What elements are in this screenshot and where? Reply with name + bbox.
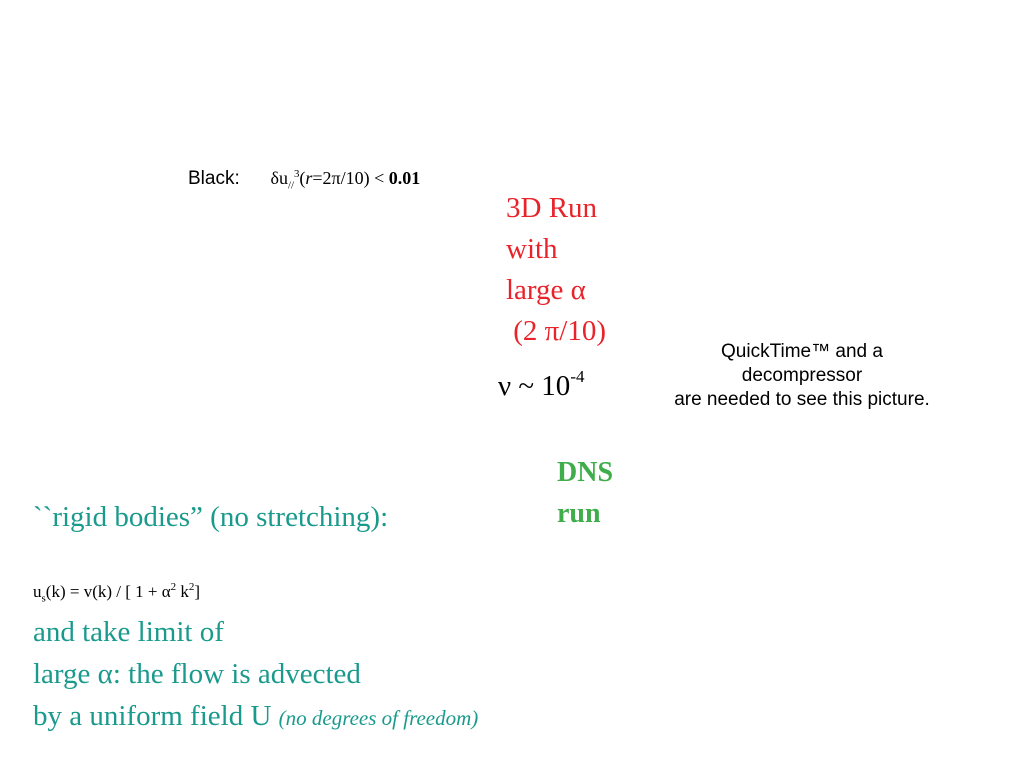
formula-u: u: [33, 582, 42, 601]
black-criterion-line: Black: δu//3(r=2π/10) < 0.01: [188, 168, 421, 191]
formula-subscript: s: [41, 592, 46, 605]
argument-text: =2π/10) <: [312, 168, 389, 188]
formula-end: ]: [194, 582, 201, 601]
explanation-line-3: by a uniform field U (no degrees of free…: [33, 695, 478, 739]
open-paren: (: [299, 168, 306, 188]
run-line-4: (2 π/10): [506, 315, 607, 347]
explanation-line-1: and take limit of: [33, 616, 224, 648]
explanation-line-3-italic: (no degrees of freedom): [278, 706, 479, 730]
quicktime-placeholder: QuickTime™ and a decompressor are needed…: [630, 340, 974, 412]
nu-base: ν ~ 10: [498, 370, 571, 402]
dns-line-2: run: [557, 498, 601, 529]
formula-k: k: [176, 582, 189, 601]
bound-value: 0.01: [388, 168, 421, 188]
r-variable: r: [305, 168, 313, 188]
delta-u: δu: [270, 168, 288, 188]
limit-explanation: and take limit of large α: the flow is a…: [33, 611, 478, 739]
run-line-3: large α: [506, 274, 586, 306]
viscosity-value: ν ~ 10-4: [498, 367, 585, 403]
explanation-line-3-text: by a uniform field U: [33, 700, 279, 732]
rigid-bodies-heading: ``rigid bodies” (no stretching):: [33, 501, 389, 533]
quicktime-line-2: decompressor: [741, 365, 863, 386]
quicktime-line-1: QuickTime™ and a: [721, 341, 883, 362]
formula-mid: (k) = v(k) / [ 1 + α: [45, 582, 171, 601]
filtered-velocity-formula: us(k) = v(k) / [ 1 + α2 k2]: [33, 581, 201, 605]
quicktime-line-3: are needed to see this picture.: [674, 389, 930, 410]
black-label: Black:: [188, 168, 240, 189]
velocity-increment-expression: δu//3(r=2π/10) < 0.01: [270, 168, 421, 191]
run-line-2: with: [506, 233, 558, 265]
explanation-line-2: large α: the flow is advected: [33, 658, 361, 690]
nu-exponent: -4: [570, 367, 585, 386]
formula-sup-k: 2: [188, 581, 195, 593]
formula-sup-alpha: 2: [170, 581, 177, 593]
dns-run-label: DNS run: [557, 452, 613, 534]
run-line-1: 3D Run: [506, 192, 598, 224]
run-description: 3D Run with large α (2 π/10): [506, 188, 606, 352]
parallel-subscript: //: [287, 179, 294, 192]
cube-superscript: 3: [293, 168, 300, 180]
dns-line-1: DNS: [557, 457, 614, 488]
